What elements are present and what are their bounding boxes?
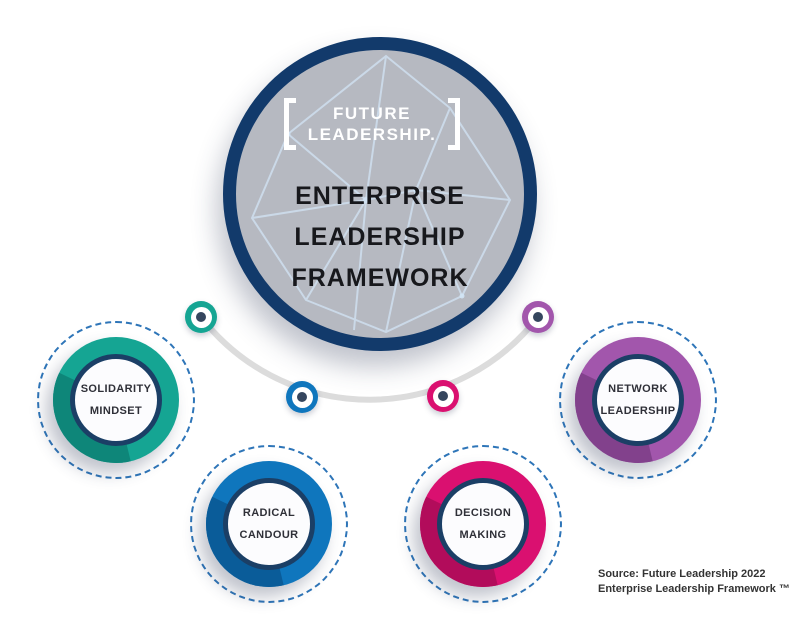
source-line-1: Source: Future Leadership 2022 — [598, 568, 766, 580]
satellite-label-line-1: RADICAL — [242, 507, 296, 519]
satellite-label-line-2: CANDOUR — [239, 529, 299, 541]
satellite-label-line-2: LEADERSHIP — [600, 405, 676, 417]
dot-white-ring — [190, 306, 212, 328]
magenta-connector-dot-icon — [427, 380, 459, 412]
network-colored-ring: NETWORK LEADERSHIP — [575, 337, 701, 463]
radical-label-circle: RADICAL CANDOUR — [223, 478, 315, 570]
logo-wordmark: FUTURE LEADERSHIP. — [308, 103, 437, 145]
logo-line-2: LEADERSHIP. — [307, 125, 437, 144]
arc-path — [198, 314, 541, 403]
blue-connector-dot-icon — [286, 381, 318, 413]
dot-white-ring — [291, 386, 313, 408]
future-leadership-logo: FUTURE LEADERSHIP. — [283, 98, 461, 150]
satellite-label-line-1: SOLIDARITY — [80, 383, 152, 395]
solidarity-label-circle: SOLIDARITY MINDSET — [70, 354, 162, 446]
dot-core — [533, 312, 543, 322]
source-note: Source: Future Leadership 2022 Enterpris… — [598, 567, 790, 597]
logo-left-bracket-icon — [283, 98, 296, 150]
dot-white-ring — [527, 306, 549, 328]
dot-core — [438, 391, 448, 401]
dot-core — [196, 312, 206, 322]
decision-colored-ring: DECISION MAKING — [420, 461, 546, 587]
dashed-outline — [37, 321, 195, 479]
dashed-outline — [404, 445, 562, 603]
satellite-decision-making: DECISION MAKING — [404, 445, 562, 603]
purple-connector-dot-icon — [522, 301, 554, 333]
satellite-label-line-1: DECISION — [454, 507, 512, 519]
satellite-network-leadership: NETWORK LEADERSHIP — [559, 321, 717, 479]
dot-white-ring — [432, 385, 454, 407]
dashed-outline — [559, 321, 717, 479]
logo-right-bracket-icon — [448, 98, 461, 150]
logo-line-1: FUTURE — [333, 104, 411, 123]
central-framework-circle: FUTURE LEADERSHIP. ENTERPRISE LEADERSHIP… — [223, 37, 537, 351]
diagram-title: ENTERPRISE LEADERSHIP FRAMEWORK — [291, 176, 468, 299]
dashed-outline — [190, 445, 348, 603]
solidarity-colored-ring: SOLIDARITY MINDSET — [53, 337, 179, 463]
decision-label-circle: DECISION MAKING — [437, 478, 529, 570]
radical-colored-ring: RADICAL CANDOUR — [206, 461, 332, 587]
teal-connector-dot-icon — [185, 301, 217, 333]
satellite-radical-candour: RADICAL CANDOUR — [190, 445, 348, 603]
satellite-label-line-2: MINDSET — [89, 405, 143, 417]
satellite-label-line-1: NETWORK — [608, 383, 668, 395]
dot-core — [297, 392, 307, 402]
title-line-1: ENTERPRISE — [295, 182, 465, 210]
network-label-circle: NETWORK LEADERSHIP — [592, 354, 684, 446]
satellite-label-line-2: MAKING — [459, 529, 507, 541]
satellite-solidarity-mindset: SOLIDARITY MINDSET — [37, 321, 195, 479]
source-line-2: Enterprise Leadership Framework ™ — [598, 583, 790, 595]
title-line-2: LEADERSHIP — [294, 223, 466, 251]
title-line-3: FRAMEWORK — [291, 264, 469, 292]
central-circle-content: FUTURE LEADERSHIP. ENTERPRISE LEADERSHIP… — [236, 50, 524, 338]
